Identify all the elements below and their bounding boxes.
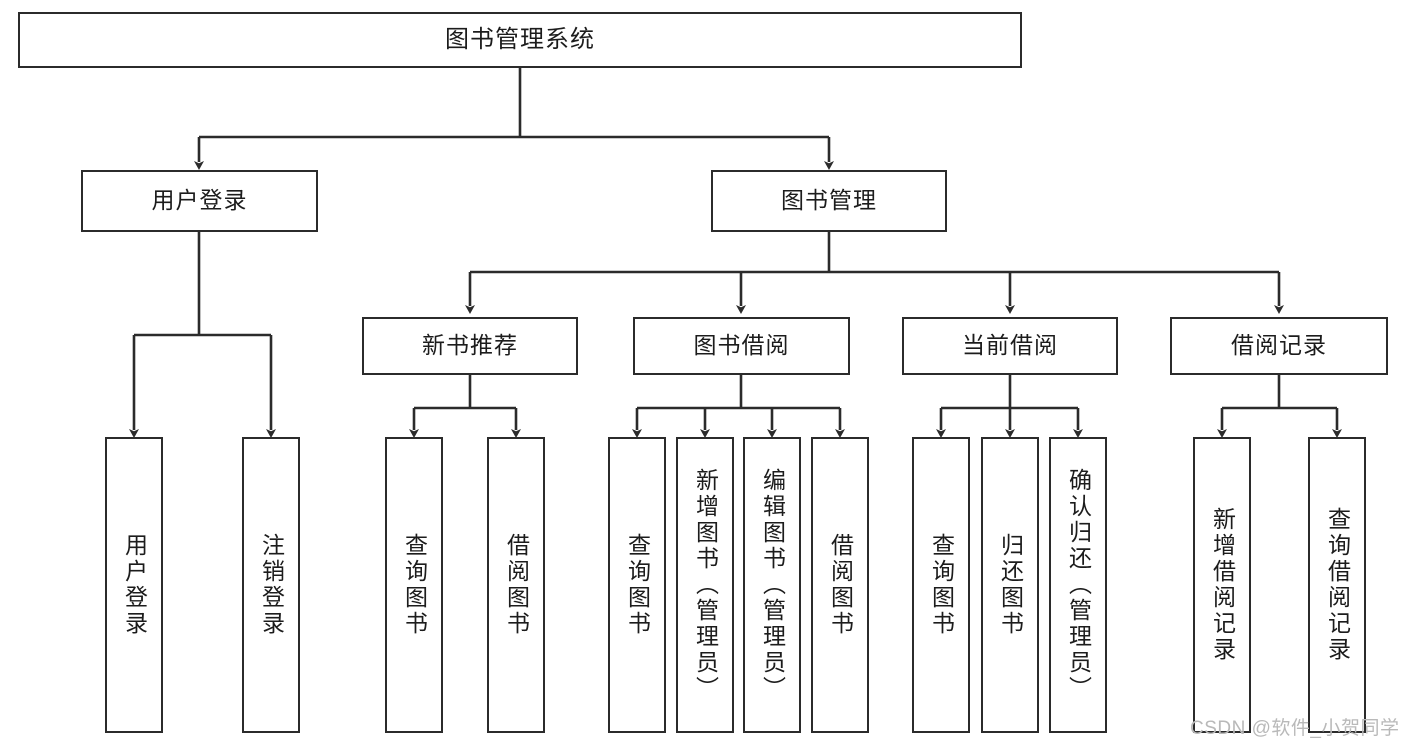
node-book-manage[interactable]: 图书管理 (711, 170, 947, 232)
node-borrow-record[interactable]: 借阅记录 (1170, 317, 1388, 375)
leaf-label: 查询借阅记录 (1324, 507, 1351, 663)
leaf-label: 查询图书 (401, 533, 428, 637)
leaf-borrow-book-1[interactable]: 借阅图书 (487, 437, 545, 733)
leaf-label: 归还图书 (997, 533, 1024, 637)
leaf-logout[interactable]: 注销登录 (242, 437, 300, 733)
leaf-query-book-2[interactable]: 查询图书 (608, 437, 666, 733)
leaf-user-login[interactable]: 用户登录 (105, 437, 163, 733)
leaf-label: 新增借阅记录 (1209, 507, 1236, 663)
node-current-borrow[interactable]: 当前借阅 (902, 317, 1118, 375)
node-root[interactable]: 图书管理系统 (18, 12, 1022, 68)
node-new-book-recommend[interactable]: 新书推荐 (362, 317, 578, 375)
leaf-add-book[interactable]: 新增图书（管理员） (676, 437, 734, 733)
leaf-confirm-return[interactable]: 确认归还（管理员） (1049, 437, 1107, 733)
leaf-query-record[interactable]: 查询借阅记录 (1308, 437, 1366, 733)
leaf-return-book[interactable]: 归还图书 (981, 437, 1039, 733)
watermark-text: CSDN @软件_小贺同学 (1190, 718, 1400, 739)
leaf-label: 注销登录 (258, 533, 285, 637)
leaf-label: 查询图书 (928, 533, 955, 637)
leaf-label: 借阅图书 (503, 533, 530, 637)
leaf-query-book-3[interactable]: 查询图书 (912, 437, 970, 733)
leaf-label: 新增图书（管理员） (692, 468, 719, 702)
node-user-login[interactable]: 用户登录 (81, 170, 318, 232)
leaf-borrow-book-2[interactable]: 借阅图书 (811, 437, 869, 733)
leaf-label: 借阅图书 (827, 533, 854, 637)
leaf-label: 编辑图书（管理员） (759, 468, 786, 702)
node-book-borrow[interactable]: 图书借阅 (633, 317, 850, 375)
leaf-label: 用户登录 (121, 533, 148, 637)
leaf-edit-book[interactable]: 编辑图书（管理员） (743, 437, 801, 733)
leaf-label: 查询图书 (624, 533, 651, 637)
leaf-label: 确认归还（管理员） (1065, 468, 1092, 702)
leaf-query-book-1[interactable]: 查询图书 (385, 437, 443, 733)
leaf-add-record[interactable]: 新增借阅记录 (1193, 437, 1251, 733)
